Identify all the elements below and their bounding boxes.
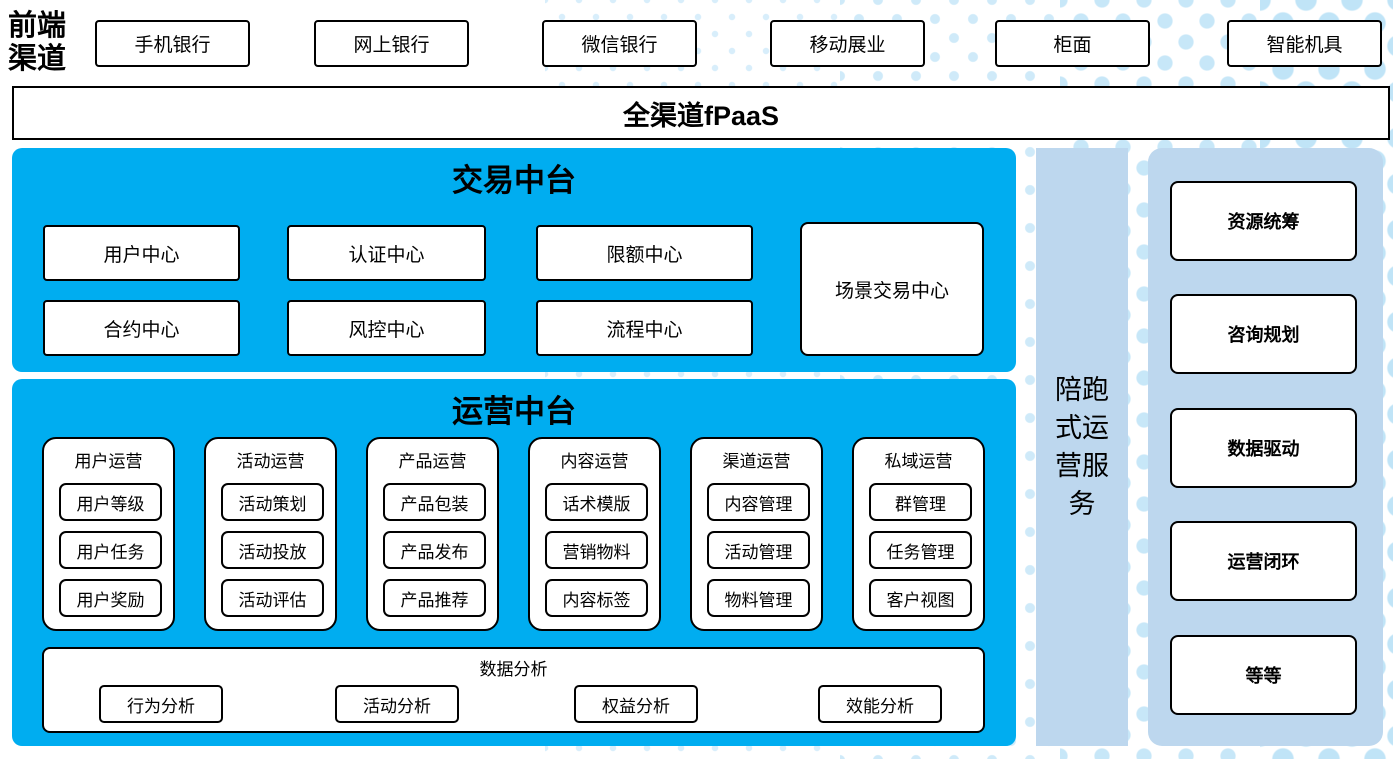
- column-campaign-operation: 活动运营 活动策划 活动投放 活动评估: [204, 437, 337, 631]
- column-product-operation: 产品运营 产品包装 产品发布 产品推荐: [366, 437, 499, 631]
- channel-box-online-banking: 网上银行: [314, 20, 469, 67]
- op-item: 任务管理: [869, 531, 972, 569]
- cell-contract-center: 合约中心: [43, 300, 240, 356]
- column-header: 活动运营: [236, 452, 305, 471]
- transaction-platform-section: 交易中台 用户中心 认证中心 限额中心 合约中心 风控中心 流程中心 场景交易中…: [12, 148, 1016, 372]
- operation-platform-section: 运营中台 用户运营 用户等级 用户任务 用户奖励 活动运营 活动策划 活动投放 …: [12, 379, 1016, 746]
- op-item: 产品包装: [383, 483, 486, 521]
- op-item: 内容标签: [545, 579, 648, 617]
- column-header: 产品运营: [398, 452, 467, 471]
- op-item: 用户奖励: [59, 579, 162, 617]
- column-channel-operation: 渠道运营 内容管理 活动管理 物料管理: [690, 437, 823, 631]
- transaction-platform-title: 交易中台: [452, 163, 576, 198]
- op-item: 物料管理: [707, 579, 810, 617]
- panel-box-operation-loop: 运营闭环: [1170, 521, 1357, 601]
- panel-box-resource-coordination: 资源统筹: [1170, 181, 1357, 261]
- op-item: 内容管理: [707, 483, 810, 521]
- data-analysis-bar: 数据分析 行为分析 活动分析 权益分析 效能分析: [42, 647, 985, 733]
- op-item: 用户任务: [59, 531, 162, 569]
- column-user-operation: 用户运营 用户等级 用户任务 用户奖励: [42, 437, 175, 631]
- companion-service-panel: 资源统筹 咨询规划 数据驱动 运营闭环 等等: [1148, 148, 1383, 746]
- channel-box-mobile-banking: 手机银行: [95, 20, 250, 67]
- channel-box-counter: 柜面: [995, 20, 1150, 67]
- operation-platform-title: 运营中台: [452, 394, 576, 429]
- column-header: 渠道运营: [722, 452, 791, 471]
- channel-box-smart-devices: 智能机具: [1227, 20, 1382, 67]
- da-item-behavior: 行为分析: [99, 685, 223, 723]
- channel-box-wechat-banking: 微信银行: [542, 20, 697, 67]
- cell-process-center: 流程中心: [536, 300, 753, 356]
- op-item: 活动管理: [707, 531, 810, 569]
- column-header: 私域运营: [884, 452, 953, 471]
- omni-channel-fpaas-bar: 全渠道fPaaS: [12, 86, 1390, 140]
- cell-auth-center: 认证中心: [287, 225, 486, 281]
- column-header: 用户运营: [74, 452, 143, 471]
- companion-service-label: 陪跑式运营服务: [1055, 375, 1109, 519]
- op-item: 活动投放: [221, 531, 324, 569]
- op-item: 活动策划: [221, 483, 324, 521]
- da-item-benefit: 权益分析: [574, 685, 698, 723]
- op-item: 群管理: [869, 483, 972, 521]
- cell-scene-transaction-center: 场景交易中心: [800, 222, 984, 356]
- column-private-domain-operation: 私域运营 群管理 任务管理 客户视图: [852, 437, 985, 631]
- op-item: 话术模版: [545, 483, 648, 521]
- da-item-efficiency: 效能分析: [818, 685, 942, 723]
- op-item: 营销物料: [545, 531, 648, 569]
- op-item: 用户等级: [59, 483, 162, 521]
- op-item: 产品推荐: [383, 579, 486, 617]
- front-channels-label: 前端渠道: [8, 10, 67, 75]
- column-header: 内容运营: [560, 452, 629, 471]
- column-content-operation: 内容运营 话术模版 营销物料 内容标签: [528, 437, 661, 631]
- da-item-campaign: 活动分析: [335, 685, 459, 723]
- op-item: 产品发布: [383, 531, 486, 569]
- cell-limit-center: 限额中心: [536, 225, 753, 281]
- data-analysis-title: 数据分析: [479, 660, 548, 679]
- panel-box-etc: 等等: [1170, 635, 1357, 715]
- channel-box-mobile-sales: 移动展业: [770, 20, 925, 67]
- companion-service-bar: 陪跑式运营服务: [1036, 148, 1128, 746]
- panel-box-consulting-planning: 咨询规划: [1170, 294, 1357, 374]
- op-item: 活动评估: [221, 579, 324, 617]
- cell-risk-center: 风控中心: [287, 300, 486, 356]
- panel-box-data-driven: 数据驱动: [1170, 408, 1357, 488]
- cell-user-center: 用户中心: [43, 225, 240, 281]
- op-item: 客户视图: [869, 579, 972, 617]
